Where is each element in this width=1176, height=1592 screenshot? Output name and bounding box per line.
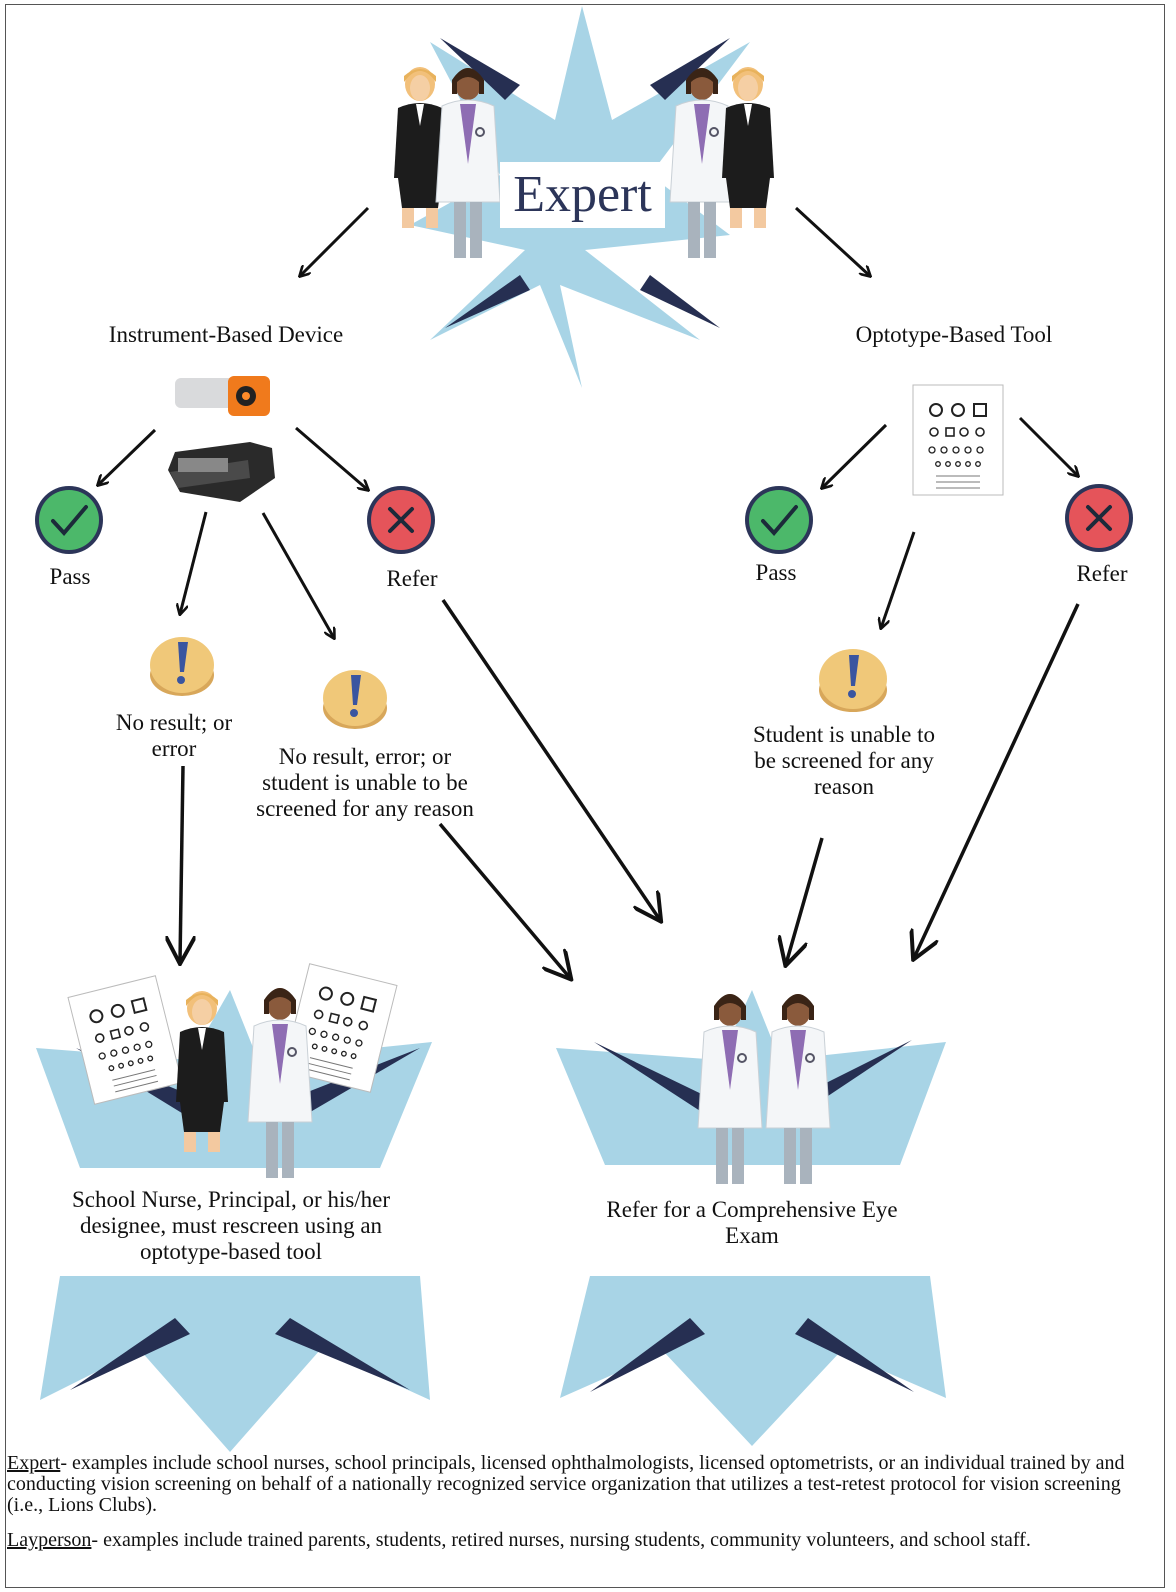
page-frame [5, 4, 1165, 1588]
optotype-pass-label: Pass [755, 560, 797, 585]
legend-layperson: Layperson- examples include trained pare… [7, 1530, 1157, 1551]
arrow-instrument-to-no-result [180, 511, 208, 614]
instrument-unable-label: No result, error; or student is unable t… [256, 744, 474, 821]
arrow-optotype-refer-to-exam [914, 603, 1080, 958]
legend-layperson-term: Layperson [7, 1529, 92, 1551]
arrow-optotype-to-unable [881, 531, 916, 628]
legend-layperson-text: - examples include trained parents, stud… [91, 1529, 1031, 1551]
legend-expert: Expert- examples include school nurses, … [7, 1453, 1157, 1516]
arrow-expert-to-instrument [300, 206, 370, 276]
optotype-branch-title: Optotype-Based Tool [855, 322, 1053, 347]
legend-expert-term: Expert [7, 1452, 61, 1474]
arrow-no-result-to-rescreen [180, 765, 183, 962]
refer-exam-outcome-label: Refer for a Comprehensive Eye Exam [590, 1197, 914, 1249]
optotype-chart-image [912, 384, 1004, 496]
optotype-refer-label: Refer [1076, 561, 1128, 586]
arrow-expert-to-optotype [794, 206, 870, 276]
exclamation-icon [323, 670, 387, 729]
arrow-optotype-to-pass [822, 423, 888, 488]
arrow-optotype-unable-to-exam [786, 837, 824, 964]
instrument-refer-label: Refer [386, 566, 438, 591]
instrument-branch-title: Instrument-Based Device [108, 322, 344, 347]
exclamation-icon [150, 637, 214, 696]
check-icon [35, 486, 103, 554]
instrument-no-result-label: No result; or error [115, 710, 233, 761]
arrow-instrument-refer-to-exam [441, 599, 660, 920]
rescreen-outcome-label: School Nurse, Principal, or his/her desi… [70, 1187, 392, 1265]
optotype-unable-label: Student is unable to be screened for any… [752, 722, 936, 799]
exclamation-icon [819, 649, 887, 712]
arrow-unable-to-exam [438, 822, 570, 978]
legend: Expert- examples include school nurses, … [7, 1453, 1157, 1565]
instrument-device-images [168, 376, 275, 502]
x-icon [1065, 484, 1133, 552]
arrow-instrument-to-unable [261, 512, 334, 638]
expert-title: Expert [500, 162, 665, 228]
x-icon [367, 486, 435, 554]
check-icon [745, 486, 813, 554]
arrow-instrument-to-pass [98, 428, 157, 485]
arrow-optotype-to-refer [1018, 416, 1078, 476]
legend-expert-text: - examples include school nurses, school… [7, 1452, 1125, 1516]
instrument-pass-label: Pass [49, 564, 91, 589]
arrow-instrument-to-refer [295, 426, 368, 490]
rescreen-star-graphic [36, 990, 432, 1452]
